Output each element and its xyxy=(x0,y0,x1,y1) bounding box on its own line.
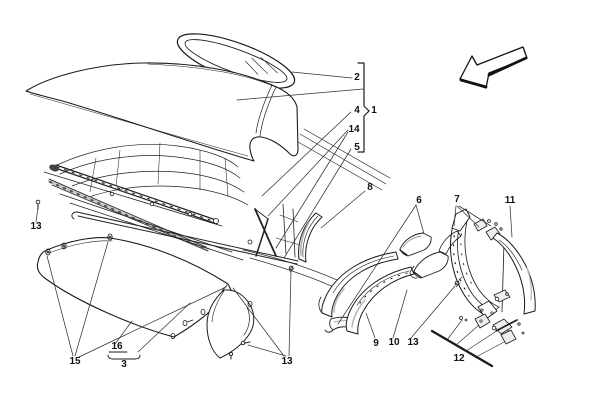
seal-strip-8 xyxy=(298,212,323,263)
callout-10: 10 xyxy=(388,337,400,348)
callout-1: 1 xyxy=(371,105,377,116)
trim-arc-10 xyxy=(345,266,415,335)
trim-arc-7-assembly xyxy=(438,208,511,320)
callout-11: 11 xyxy=(504,195,516,206)
panel-clips xyxy=(45,233,194,339)
callout-2: 2 xyxy=(354,72,360,83)
callout-7: 7 xyxy=(454,194,460,205)
callout-4: 4 xyxy=(354,105,360,116)
screw-13-mid xyxy=(454,276,463,288)
callout-13-mid: 13 xyxy=(407,337,419,348)
leader-lines xyxy=(35,71,513,358)
end-caps-6 xyxy=(399,232,449,279)
frame-mechanism xyxy=(35,128,391,291)
trim-arc-11 xyxy=(492,232,536,315)
callout-13-right: 13 xyxy=(281,356,293,367)
direction-arrow-icon xyxy=(459,46,528,89)
callout-9: 9 xyxy=(373,338,379,349)
callout-16: 16 xyxy=(111,341,123,352)
assembly-bracket-1 xyxy=(357,62,370,153)
callout-12: 12 xyxy=(453,353,465,364)
callout-3: 3 xyxy=(121,359,127,370)
canvas-top xyxy=(25,62,299,162)
callout-6: 6 xyxy=(416,195,422,206)
side-flap xyxy=(200,284,255,360)
shelf-panel xyxy=(36,233,232,339)
hardware-group-12 xyxy=(430,313,525,368)
callout-14: 14 xyxy=(348,124,360,135)
bracket-16-3 xyxy=(107,351,141,360)
screw-13-left xyxy=(35,199,41,210)
callout-13-left: 13 xyxy=(30,221,42,232)
callout-5: 5 xyxy=(354,142,360,153)
callout-15: 15 xyxy=(69,356,81,367)
callout-8: 8 xyxy=(367,182,373,193)
